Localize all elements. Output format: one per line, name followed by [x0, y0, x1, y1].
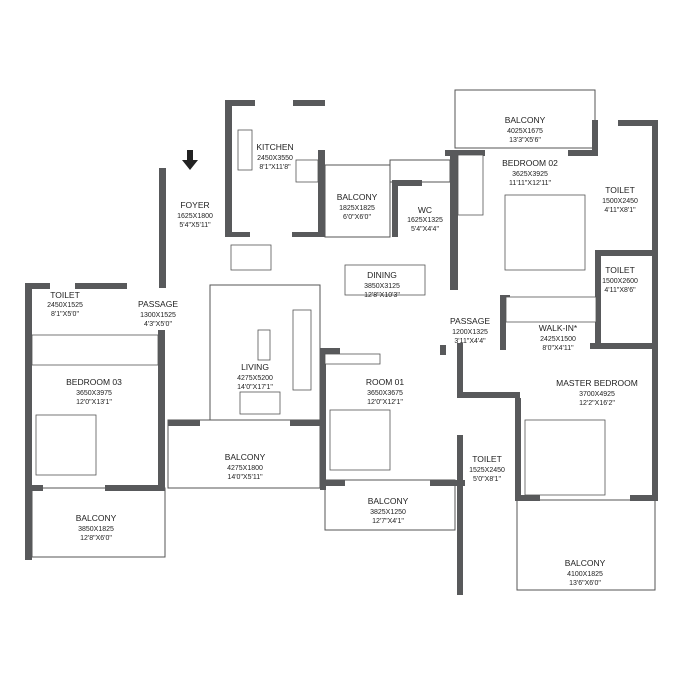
room-name: BALCONY [225, 452, 266, 462]
room-size-imperial: 8'1"X11'8" [259, 164, 291, 171]
room-size-imperial: 4'11"X8'1" [604, 207, 636, 214]
room-size-imperial: 5'0"X8'1" [473, 476, 501, 483]
room-label-passage-right: PASSAGE 1200X1325 3'11"X4'4" [450, 316, 490, 345]
room-name: TOILET [472, 454, 502, 464]
room-label-kitchen: KITCHEN 2450X3550 8'1"X11'8" [256, 142, 293, 171]
room-name: KITCHEN [256, 142, 293, 152]
room-size-metric: 2450X1525 [47, 302, 83, 309]
room-name: TOILET [605, 265, 635, 275]
room-size-imperial: 6'0"X6'0" [343, 214, 371, 221]
room-size-imperial: 4'3"X5'0" [144, 321, 172, 328]
room-name: BEDROOM 02 [502, 158, 558, 168]
room-name: BALCONY [368, 496, 409, 506]
room-name: WC [418, 205, 432, 215]
room-label-balcony-bedroom03: BALCONY 3850X1825 12'8"X6'0" [76, 513, 117, 542]
room-size-imperial: 12'0"X12'1" [367, 399, 403, 406]
room-size-imperial: 13'6"X6'0" [569, 580, 601, 587]
furniture [35, 129, 606, 496]
room-size-metric: 3825X1250 [370, 509, 406, 516]
room-size-imperial: 12'7"X4'1" [372, 518, 404, 525]
room-size-metric: 4275X5200 [237, 375, 273, 382]
room-size-metric: 1500X2450 [602, 198, 638, 205]
room-size-metric: 4100X1825 [567, 571, 603, 578]
room-label-toilet-bedroom02: TOILET 1500X2450 4'11"X8'1" [602, 185, 638, 214]
room-size-metric: 1300X1525 [140, 312, 176, 319]
room-name: TOILET [605, 185, 635, 195]
room-size-metric: 4275X1800 [227, 465, 263, 472]
room-size-metric: 1825X1825 [339, 205, 375, 212]
room-name: BEDROOM 03 [66, 377, 122, 387]
room-size-imperial: 12'0"X13'1" [76, 399, 112, 406]
room-name: MASTER BEDROOM [556, 378, 638, 388]
room-label-master-bedroom: MASTER BEDROOM 3700X4925 12'2"X16'2" [556, 378, 638, 407]
room-label-foyer: FOYER 1625X1800 5'4"X5'11" [177, 200, 213, 229]
room-label-wc: WC 1625X1325 5'4"X4'4" [407, 205, 443, 233]
room-size-metric: 3625X3925 [512, 171, 548, 178]
room-name: LIVING [241, 362, 269, 372]
room-label-balcony-living: BALCONY 4275X1800 14'0"X5'11" [225, 452, 266, 481]
room-size-metric: 2450X3550 [257, 155, 293, 162]
room-size-imperial: 14'0"X17'1" [237, 384, 273, 391]
room-label-balcony-bedroom02: BALCONY 4025X1675 13'3"X5'6" [505, 115, 546, 144]
room-size-metric: 3850X1825 [78, 526, 114, 533]
entry-arrow-icon [182, 150, 198, 170]
room-size-metric: 1525X2450 [469, 467, 505, 474]
room-label-toilet-bedroom03: TOILET 2450X1525 8'1"X5'0" [47, 290, 83, 318]
room-label-balcony-room01: BALCONY 3825X1250 12'7"X4'1" [368, 496, 409, 525]
room-size-metric: 4025X1675 [507, 128, 543, 135]
room-name: WALK-IN* [539, 323, 578, 333]
room-size-imperial: 5'4"X5'11" [179, 222, 211, 229]
room-label-toilet-room01: TOILET 1525X2450 5'0"X8'1" [469, 454, 505, 483]
room-size-metric: 1625X1800 [177, 213, 213, 220]
room-name: BALCONY [565, 558, 606, 568]
room-size-metric: 3700X4925 [579, 391, 615, 398]
room-label-walkin: WALK-IN* 2425X1500 8'0"X4'11" [539, 323, 578, 352]
room-size-imperial: 12'2"X16'2" [579, 400, 615, 407]
room-name: BALCONY [505, 115, 546, 125]
room-size-imperial: 12'8"X6'0" [80, 535, 112, 542]
room-size-imperial: 8'1"X5'0" [51, 311, 79, 318]
room-size-metric: 1625X1325 [407, 217, 443, 224]
room-name: ROOM 01 [366, 377, 405, 387]
room-label-passage-left: PASSAGE 1300X1525 4'3"X5'0" [138, 299, 178, 328]
room-size-imperial: 13'3"X5'6" [509, 137, 541, 144]
room-size-metric: 3650X3975 [76, 390, 112, 397]
room-name: TOILET [50, 290, 80, 300]
room-size-metric: 3850X3125 [364, 283, 400, 290]
room-size-metric: 1200X1325 [452, 329, 488, 336]
room-label-living: LIVING 4275X5200 14'0"X17'1" [237, 362, 273, 391]
room-name: PASSAGE [450, 316, 490, 326]
room-size-imperial: 8'0"X4'11" [542, 345, 574, 352]
room-label-balcony-kitchen: BALCONY 1825X1825 6'0"X6'0" [337, 192, 378, 221]
room-name: BALCONY [76, 513, 117, 523]
room-name: DINING [367, 270, 397, 280]
room-size-imperial: 12'8"X10'3" [364, 292, 400, 299]
room-size-imperial: 14'0"X5'11" [227, 474, 263, 481]
room-size-imperial: 4'11"X8'6" [604, 287, 636, 294]
room-size-metric: 2425X1500 [540, 336, 576, 343]
room-label-room01: ROOM 01 3650X3675 12'0"X12'1" [366, 377, 405, 406]
room-label-bedroom02: BEDROOM 02 3625X3925 11'11"X12'11" [502, 158, 558, 187]
room-size-imperial: 3'11"X4'4" [454, 338, 486, 345]
room-size-metric: 3650X3675 [367, 390, 403, 397]
room-size-imperial: 11'11"X12'11" [509, 180, 551, 187]
room-size-metric: 1500X2600 [602, 278, 638, 285]
room-name: FOYER [180, 200, 209, 210]
room-name: BALCONY [337, 192, 378, 202]
room-name: PASSAGE [138, 299, 178, 309]
room-label-dining: DINING 3850X3125 12'8"X10'3" [364, 270, 400, 299]
room-label-balcony-master: BALCONY 4100X1825 13'6"X6'0" [565, 558, 606, 587]
room-label-bedroom03: BEDROOM 03 3650X3975 12'0"X13'1" [66, 377, 122, 406]
room-size-imperial: 5'4"X4'4" [411, 226, 439, 233]
hatching [31, 154, 597, 366]
walls [25, 100, 658, 595]
room-label-toilet-master: TOILET 1500X2600 4'11"X8'6" [602, 265, 638, 294]
